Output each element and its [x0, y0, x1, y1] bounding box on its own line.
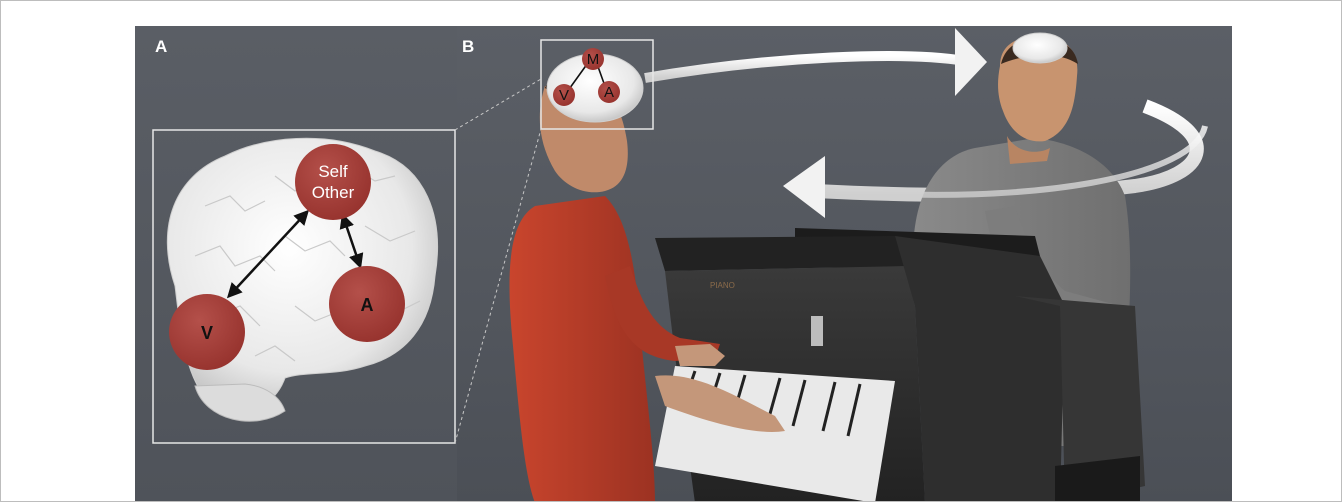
visual-node-label: V — [201, 323, 213, 343]
other-label: Other — [312, 183, 355, 202]
motor-node-label: M — [587, 51, 600, 68]
loop-arrowhead-right — [955, 28, 987, 96]
panel-a-label: A — [155, 37, 167, 57]
inset-auditory-node-label: A — [604, 84, 614, 101]
piano-brand: PIANO — [710, 281, 735, 290]
panel-a: Self Other V A — [153, 130, 455, 443]
self-other-node — [295, 144, 371, 220]
loop-arrowhead-left — [783, 156, 825, 218]
second-musician-brain-icon — [1013, 33, 1067, 63]
zoom-line-top — [455, 79, 541, 130]
auditory-node-label: A — [361, 295, 374, 315]
self-label: Self — [318, 162, 348, 181]
inset-visual-node-label: V — [559, 87, 569, 104]
piano-pedal-rod — [811, 316, 823, 346]
illustration-scene: Self Other V A — [135, 26, 1232, 502]
panel-b-label: B — [462, 37, 474, 57]
figure-image: Self Other V A — [135, 26, 1232, 502]
